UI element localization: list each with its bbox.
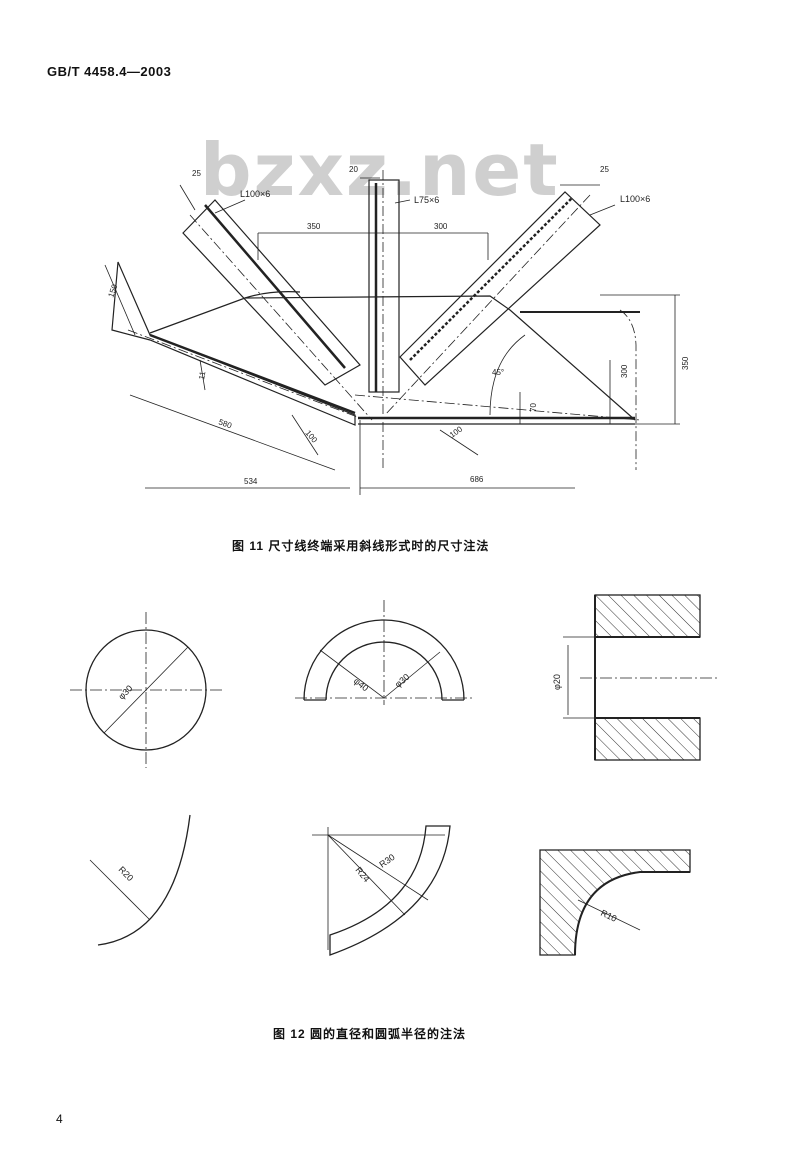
figure-12-caption: 图 12 圆的直径和圆弧半径的注法 [273,1027,467,1041]
dim-70: 70 [529,403,538,412]
r10-fillet [539,849,691,956]
gusset-plate [149,295,636,421]
dim-150: 150 [106,283,119,299]
dim-686: 686 [470,475,484,484]
r30-r24-ring [329,825,451,956]
angle-label-right: L100×6 [620,194,650,204]
angle-label-mid: L75×6 [414,195,439,205]
dim-350-top: 350 [307,222,321,231]
hole-lower-wall [594,717,701,761]
dim-11: 11 [197,370,207,380]
standard-code: GB/T 4458.4—2003 [47,64,172,79]
dim-20: 20 [349,165,358,174]
dim-25-left: 25 [192,169,201,178]
page-number: 4 [56,1112,63,1126]
label-phi30-arc: φ30 [393,672,412,690]
label-phi40-arc: φ40 [352,676,371,694]
watermark: bzxz.net [200,128,560,212]
angle-label-left: L100×6 [240,189,270,199]
dim-350-right: 350 [681,356,690,370]
figure-11-drawing: 25 L100×6 20 L75×6 25 L100×6 350 300 150… [104,165,690,495]
figure-11-caption: 图 11 尺寸线终端采用斜线形式时的尺寸注法 [232,539,490,553]
label-r20: R20 [117,864,136,883]
label-r24: R24 [353,865,371,884]
right-diagonal [399,191,601,386]
left-diagonal [182,199,361,386]
label-phi30-circle: φ30 [116,683,134,701]
r20-arc [97,814,191,946]
label-phi20-hole: φ20 [552,674,562,690]
label-r30: R30 [377,852,396,870]
hole-upper-wall [594,594,701,638]
label-r10: R10 [599,908,618,924]
dim-300-right: 300 [620,364,629,378]
dim-534: 534 [244,477,258,486]
dim-300-top: 300 [434,222,448,231]
dim-580: 580 [217,417,233,430]
dim-25-right: 25 [600,165,609,174]
vertical-member [368,179,400,393]
dim-45-deg: 45° [492,368,504,377]
